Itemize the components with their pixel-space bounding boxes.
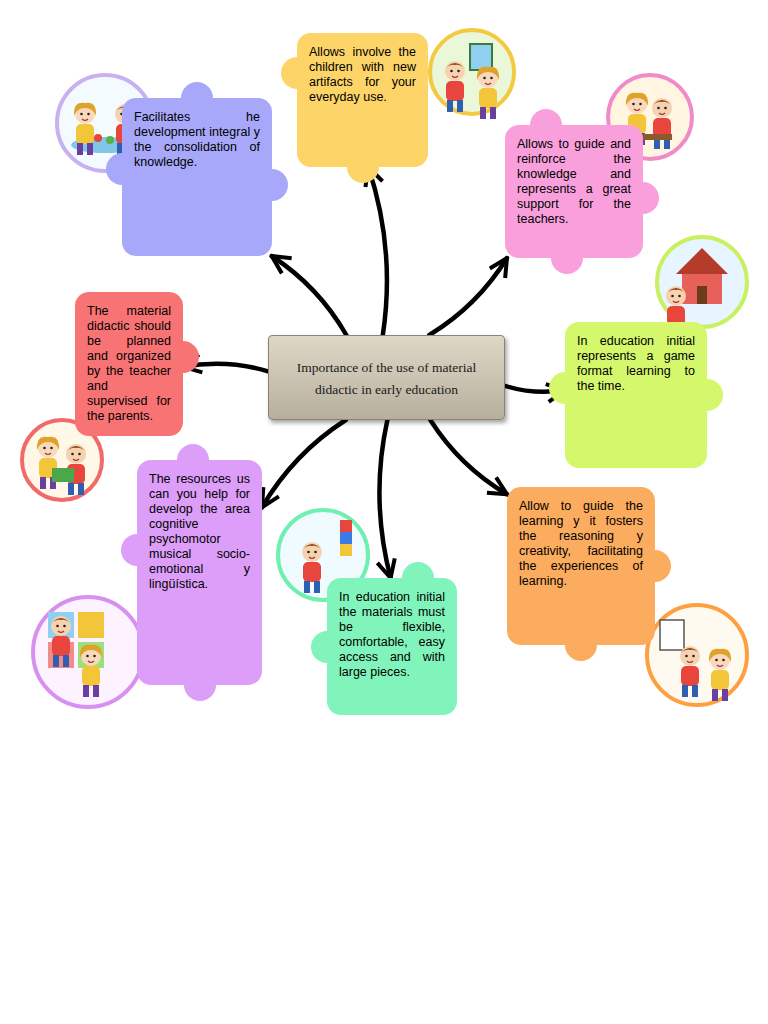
puzzle-knob [402,562,434,594]
node-text: The material didactic should be planned … [87,304,171,424]
puzzle-knob [639,550,671,582]
puzzle-knob [311,631,343,663]
puzzle-knob [281,57,313,89]
node-text: In education initial represents a game f… [577,334,695,394]
puzzle-piece: Allow to guide the learning y it fosters… [507,487,655,645]
puzzle-knob [551,242,583,274]
puzzle-knob [627,182,659,214]
puzzle-piece: The material didactic should be planned … [75,292,183,436]
node-text: Allows involve the children with new art… [309,45,416,105]
puzzle-knob [549,372,581,404]
puzzle-knob [177,444,209,476]
node-text: Facilitates he development integral y th… [134,110,260,170]
curved-arrow [430,420,507,494]
puzzle-knob [181,82,213,114]
puzzle-piece: In education initial the materials must … [327,578,457,715]
node-text: In education initial the materials must … [339,590,445,680]
puzzle-knob [167,341,199,373]
puzzle-piece: The resources us can you help for develo… [137,460,262,685]
node-text: Allows to guide and reinforce the knowle… [517,137,631,227]
picture-yellow [430,30,514,119]
curved-arrow [272,256,347,335]
puzzle-knob [256,169,288,201]
puzzle-knob [106,153,138,185]
puzzle-knob [565,629,597,661]
puzzle-knob [691,379,723,411]
puzzle-piece: Allows involve the children with new art… [297,33,428,167]
node-text: Allow to guide the learning y it fosters… [519,499,643,589]
node-text: The resources us can you help for develo… [149,472,250,592]
puzzle-knob [121,534,153,566]
title-text: Importance of the use of material didact… [285,357,488,401]
picture-orange [647,605,747,705]
puzzle-knob [530,109,562,141]
picture-purple [33,597,143,707]
puzzle-knob [347,151,379,183]
curved-arrow [429,258,507,335]
title-scroll: Importance of the use of material didact… [268,335,505,420]
curved-arrow [262,420,346,507]
curved-arrow [368,167,387,335]
puzzle-piece: Facilitates he development integral y th… [122,98,272,256]
puzzle-knob [184,669,216,701]
curved-arrow [379,420,390,578]
puzzle-piece: In education initial represents a game f… [565,322,707,468]
puzzle-piece: Allows to guide and reinforce the knowle… [505,125,643,258]
